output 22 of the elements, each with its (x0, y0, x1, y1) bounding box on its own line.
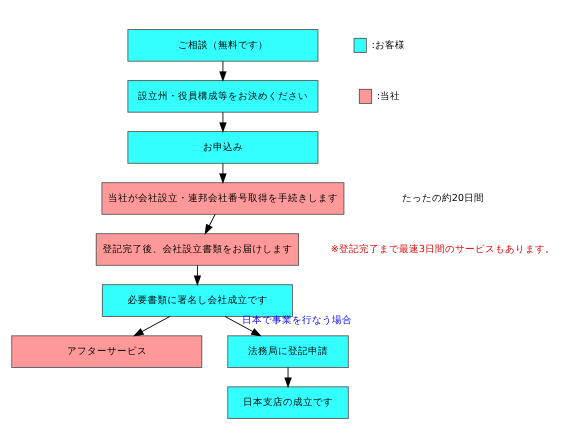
edge-label: 日本で事業を行なう場合 (242, 314, 352, 326)
arrow (224, 316, 262, 336)
legend-label: :当社 (376, 90, 400, 102)
node-box: 必要書類に署名し会社成立です (102, 284, 293, 316)
legend-label: :お客様 (372, 39, 405, 50)
node-box: 日本支店の成立です (227, 386, 349, 418)
node-box: アフターサービス (11, 334, 202, 368)
arrow (194, 264, 202, 286)
arrow (219, 162, 227, 184)
node-box: 法務局に登記申請 (227, 334, 349, 368)
label: たったの約20日間 (402, 192, 484, 204)
arrow (133, 316, 170, 336)
node-box: 設立州・役員構成等をお決めください (127, 80, 318, 112)
arrow (219, 111, 227, 132)
node-box: 当社が会社設立・連邦会社番号取得を手続きします (101, 182, 344, 214)
arrow (219, 60, 227, 82)
node-box: 登記完了後、会社設立書類をお届けします (96, 232, 300, 266)
node-box: ご相談（無料です） (127, 28, 318, 62)
node-box: お申込み (127, 130, 318, 164)
label: ※登記完了まで最速3日間のサービスもあります。 (330, 243, 556, 254)
arrow (204, 213, 216, 234)
arrow (284, 366, 292, 388)
